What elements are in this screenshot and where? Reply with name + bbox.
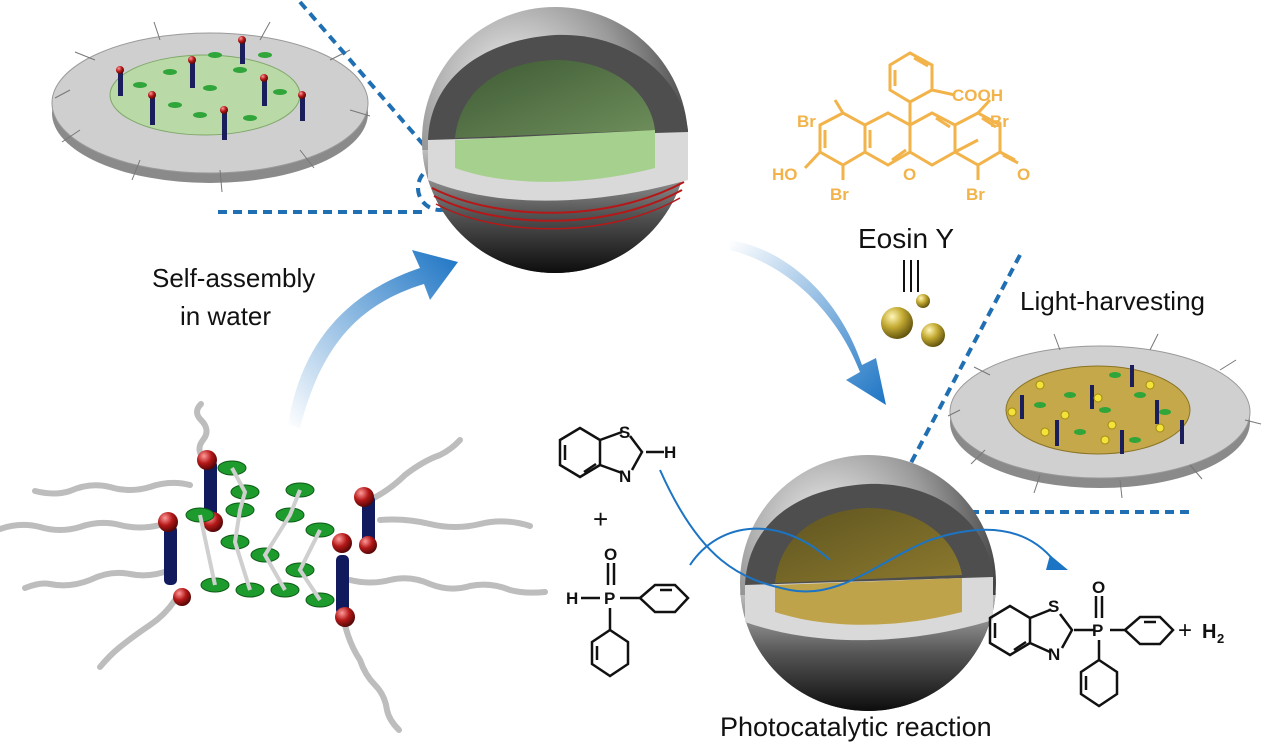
eosin-br-label: Br bbox=[830, 185, 849, 204]
pillar-columns bbox=[164, 460, 375, 615]
disc-linkers bbox=[133, 52, 287, 121]
eosin-y-label: Eosin Y bbox=[858, 223, 954, 254]
self-assembly-arrow bbox=[288, 250, 458, 428]
phosphine-p-label: P bbox=[604, 589, 615, 608]
product-s-label: S bbox=[1048, 597, 1059, 616]
product-o-label: O bbox=[1092, 578, 1105, 597]
loading-arrow bbox=[730, 240, 886, 405]
light-harvesting-label: Light-harvesting bbox=[1020, 286, 1205, 316]
gold-disc-dye-spheres bbox=[1007, 380, 1165, 445]
eosin-particles bbox=[881, 294, 945, 347]
h2-h-label: H bbox=[1202, 621, 1216, 643]
phosphine-h-label: H bbox=[566, 589, 578, 608]
hydrogen-byproduct: + H 2 bbox=[1178, 617, 1224, 646]
self-assembly-label-line2: in water bbox=[180, 301, 271, 331]
product-molecule bbox=[988, 596, 1175, 708]
alkyl-chains bbox=[0, 401, 548, 733]
pillararene-molecule-model bbox=[0, 401, 548, 733]
vesicle-sphere-green bbox=[422, 7, 688, 273]
diphenylphosphine-oxide-reactant bbox=[581, 563, 690, 678]
reactant-plus-sign: + bbox=[593, 504, 608, 534]
photocatalytic-reaction-label: Photocatalytic reaction bbox=[720, 712, 992, 742]
eosin-cooh-label: COOH bbox=[952, 86, 1003, 105]
reaction-flow-arrow bbox=[659, 469, 1068, 593]
eosin-br-label: Br bbox=[966, 185, 985, 204]
phosphine-o-label: O bbox=[604, 545, 617, 564]
disc-lipid-tails bbox=[54, 21, 371, 193]
eosin-ho-label: HO bbox=[772, 165, 798, 184]
gold-disc-linkers bbox=[1034, 372, 1171, 443]
eosin-br-label: Br bbox=[797, 112, 816, 131]
h2-subscript: 2 bbox=[1217, 631, 1224, 646]
self-assembly-label-line1: Self-assembly bbox=[152, 263, 315, 293]
eosin-br-label: Br bbox=[990, 112, 1009, 131]
disc-pillar-units bbox=[116, 36, 306, 140]
benzothiazole-n-label: N bbox=[619, 467, 631, 486]
membrane-disc-green bbox=[51, 21, 371, 193]
product-n-label: N bbox=[1048, 645, 1060, 664]
membrane-disc-gold bbox=[947, 333, 1262, 499]
benzothiazole-h-label: H bbox=[664, 443, 676, 462]
h2-plus-sign: + bbox=[1178, 617, 1192, 644]
gold-disc-pillars bbox=[1020, 365, 1184, 454]
ring-bonds bbox=[198, 467, 322, 602]
product-p-label: P bbox=[1092, 621, 1103, 640]
benzothiazole-s-label: S bbox=[619, 423, 630, 442]
eosin-y-atoms: COOH Br Br HO Br Br O O bbox=[772, 86, 1030, 204]
benzothiazole-reactant bbox=[558, 426, 664, 479]
equivalence-sign bbox=[903, 260, 919, 292]
eosin-ring-oxygen-label: O bbox=[903, 165, 916, 184]
vesicle-sphere-gold bbox=[740, 455, 996, 711]
eosin-keto-oxygen-label: O bbox=[1017, 165, 1030, 184]
eosin-y-structure bbox=[803, 51, 1019, 180]
